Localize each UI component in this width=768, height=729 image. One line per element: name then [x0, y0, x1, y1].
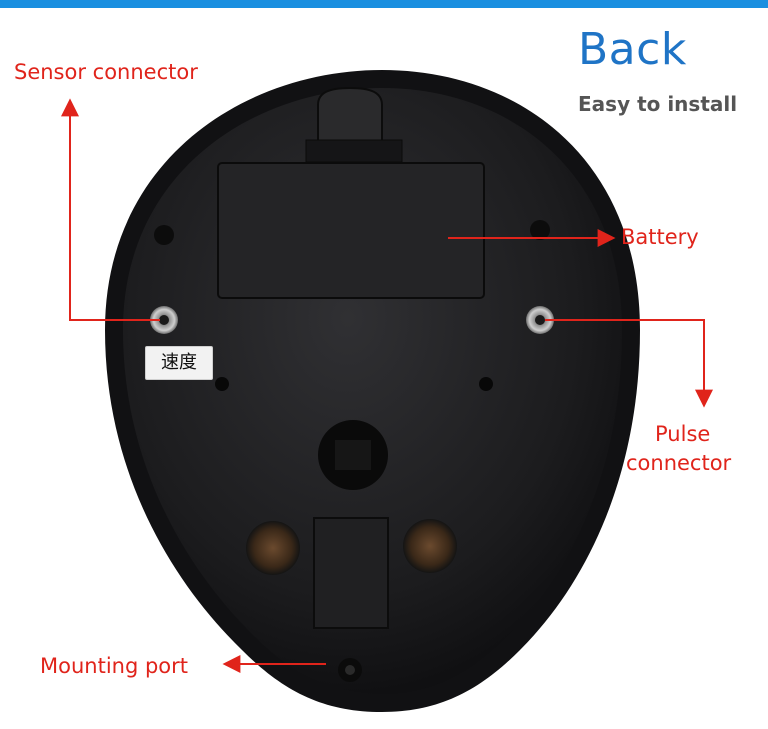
clip-base: [305, 139, 403, 163]
screw-top-left: [154, 225, 174, 245]
mounting-hole-right: [403, 519, 457, 573]
pulse-jack-center: [535, 315, 545, 325]
pulse-connector-label-line2: connector: [626, 451, 732, 475]
pulse-arrow: [545, 319, 713, 408]
bottom-bracket: [313, 517, 389, 629]
heading-subtitle: Easy to install: [578, 92, 738, 116]
top-clip: [317, 86, 383, 151]
sensor-connector-label: Sensor connector: [14, 60, 198, 84]
top-accent-bar: [0, 0, 768, 8]
battery-cover: [217, 162, 485, 299]
pulse-connector-label-line1: Pulse: [655, 422, 711, 446]
speed-sticker: 速度: [145, 346, 213, 380]
heading-title: Back: [578, 24, 687, 75]
sensor-jack-center: [159, 315, 169, 325]
center-port-slot: [335, 440, 371, 470]
mounting-hole-left: [246, 521, 300, 575]
mounting-port-label: Mounting port: [40, 654, 189, 678]
screw-top-right: [530, 220, 550, 240]
small-hole-right: [479, 377, 493, 391]
battery-label: Battery: [621, 225, 699, 249]
small-hole-left: [215, 377, 229, 391]
mounting-screw-inner: [345, 665, 355, 675]
sensor-arrow: [61, 98, 160, 321]
